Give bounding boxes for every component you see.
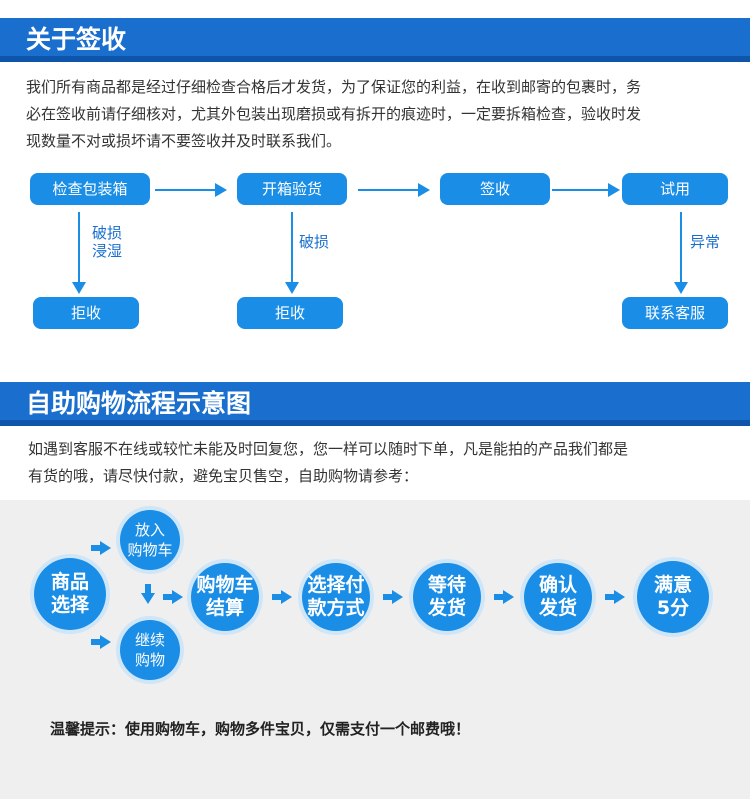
flow-arrow-right [91, 541, 111, 555]
warm-tip: 温馨提示：使用购物车，购物多件宝贝，仅需支付一个邮费哦！ [50, 720, 471, 738]
flow-arrow-down [674, 212, 688, 294]
header-stripe [0, 56, 750, 62]
flow-circle-continue-shopping: 继续 购物 [120, 620, 180, 680]
flow-arrow-down [72, 212, 86, 294]
flow-circle-select-product: 商品 选择 [34, 558, 106, 630]
flow-circle-cart-checkout: 购物车 结算 [191, 563, 259, 631]
flow-step-sign: 签收 [440, 173, 550, 205]
branch-label-damaged: 破损 [299, 233, 330, 251]
flow-result-reject-2: 拒收 [237, 297, 343, 329]
flow-result-contact-service: 联系客服 [622, 297, 728, 329]
header-stripe [0, 420, 750, 426]
shop-section-header: 自助购物流程示意图 [0, 382, 750, 426]
flow-arrow-down [141, 584, 155, 604]
flow-arrow-right [552, 183, 620, 197]
paragraph-line: 必在签收前请仔细核对，尤其外包装出现磨损或有拆开的痕迹时，一定要拆箱检查，验收时… [26, 105, 642, 123]
paragraph-line: 我们所有商品都是经过仔细检查合格后才发货，为了保证您的利益，在收到邮寄的包裹时，… [26, 78, 642, 96]
flow-step-open-inspect: 开箱验货 [237, 173, 347, 205]
shop-flow-panel [0, 500, 750, 799]
circle-label: 确认 发货 [538, 574, 577, 619]
flow-arrow-right [91, 635, 111, 649]
flow-arrow-right [383, 590, 403, 604]
sign-section-title: 关于签收 [12, 18, 141, 62]
flow-arrow-down [285, 212, 299, 294]
flow-circle-wait-shipping: 等待 发货 [413, 563, 481, 631]
paragraph-line: 现数量不对或损坏请不要签收并及时联系我们。 [26, 132, 342, 150]
flow-arrow-right [605, 590, 625, 604]
flow-arrow-right [155, 183, 227, 197]
flow-arrow-right [494, 590, 514, 604]
circle-label: 放入 购物车 [127, 521, 173, 559]
flow-arrow-right [272, 590, 292, 604]
paragraph-line: 如遇到客服不在线或较忙未能及时回复您，您一样可以随时下单，凡是能拍的产品我们都是 [28, 440, 629, 458]
branch-label-abnormal: 异常 [690, 233, 721, 251]
shop-section-paragraph: 如遇到客服不在线或较忙未能及时回复您，您一样可以随时下单，凡是能拍的产品我们都是… [28, 436, 728, 490]
sign-section-paragraph: 我们所有商品都是经过仔细检查合格后才发货，为了保证您的利益，在收到邮寄的包裹时，… [26, 74, 726, 155]
flow-result-reject-1: 拒收 [33, 297, 139, 329]
sign-section-header: 关于签收 [0, 18, 750, 62]
circle-label: 商品 选择 [50, 571, 89, 616]
flow-step-trial: 试用 [622, 173, 728, 205]
circle-label: 继续 购物 [134, 631, 165, 669]
flow-arrow-right [163, 590, 183, 604]
circle-label: 购物车 结算 [196, 574, 254, 619]
shop-section-title: 自助购物流程示意图 [12, 382, 266, 426]
flow-circle-add-to-cart: 放入 购物车 [120, 510, 180, 570]
flow-circle-confirm-shipping: 确认 发货 [524, 563, 592, 631]
paragraph-line: 有货的哦，请尽快付款，避免宝贝售空，自助购物请参考： [28, 467, 419, 485]
flow-arrow-right [358, 183, 430, 197]
flow-circle-payment-method: 选择付 款方式 [302, 563, 370, 631]
branch-label-damaged-wet: 破损 浸湿 [92, 224, 123, 260]
circle-label: 满意 5分 [653, 574, 692, 619]
circle-label: 等待 发货 [427, 574, 466, 619]
circle-label: 选择付 款方式 [307, 574, 365, 619]
flow-step-check-box: 检查包装箱 [30, 173, 150, 205]
flow-circle-rate-5: 满意 5分 [637, 561, 709, 633]
